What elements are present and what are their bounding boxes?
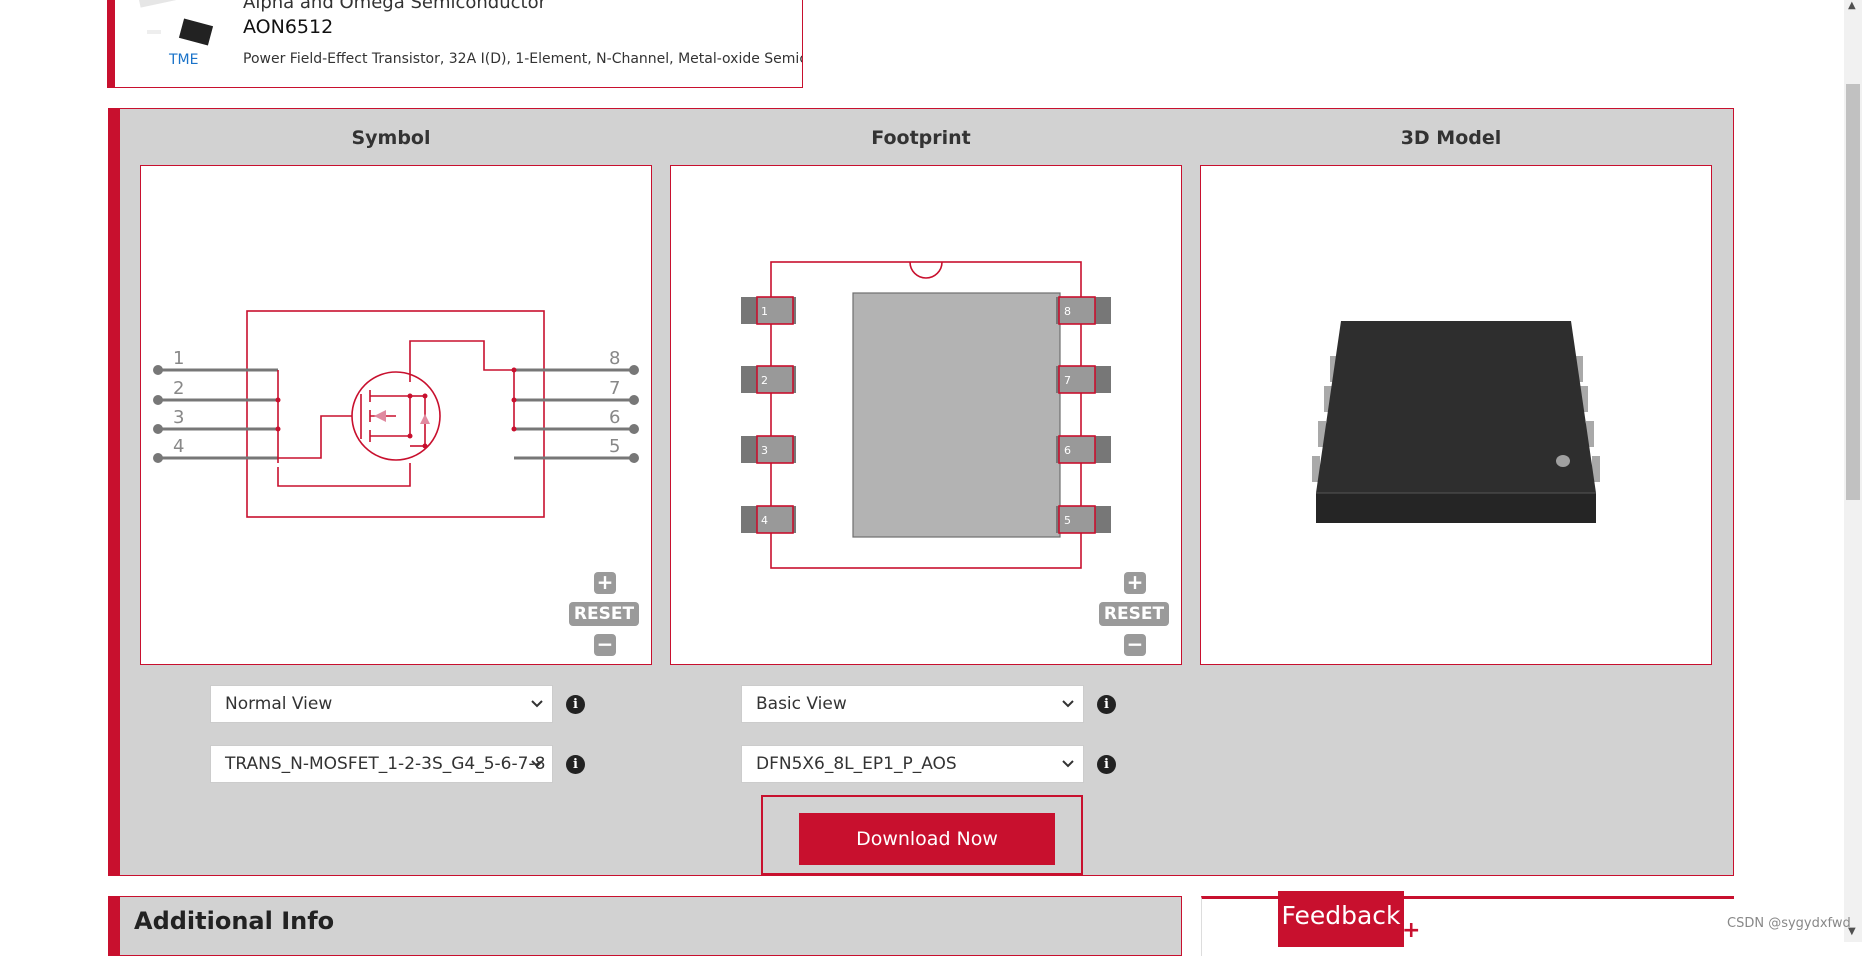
symbol-pin-label: 7	[609, 378, 620, 399]
footprint-viewer[interactable]: 1 2 3 4 8 7 6 5 + RESET −	[670, 165, 1182, 665]
plus-icon: +	[1402, 918, 1421, 943]
product-card[interactable]: TME Alpha and Omega Semiconductor AON651…	[107, 0, 803, 88]
footprint-pad-label: 5	[1064, 514, 1071, 527]
symbol-drawing: 1 2 3 4 8 7 6 5	[153, 310, 639, 518]
symbol-pin-label: 1	[173, 348, 184, 369]
symbol-view-select[interactable]: Normal View	[210, 685, 553, 723]
chevron-down-icon	[1062, 760, 1074, 768]
symbol-pin-label: 3	[173, 407, 184, 428]
chevron-down-icon	[531, 760, 543, 768]
model-viewer-panel: Symbol Footprint 3D Model	[108, 108, 1734, 876]
symbol-viewer[interactable]: 1 2 3 4 8 7 6 5 + RESET −	[140, 165, 652, 665]
manufacturer-name: Alpha and Omega Semiconductor	[243, 0, 546, 13]
watermark: CSDN @sygydxfwd	[1727, 916, 1851, 931]
info-icon[interactable]: i	[566, 755, 585, 774]
footprint-pad-label: 2	[761, 374, 768, 387]
part-description: Power Field-Effect Transistor, 32A I(D),…	[243, 51, 803, 67]
footprint-zoom-controls: + RESET −	[1099, 572, 1169, 656]
symbol-name-value: TRANS_N-MOSFET_1-2-3S_G4_5-6-7-8	[225, 754, 546, 774]
chevron-down-icon	[1062, 700, 1074, 708]
footprint-pad-label: 1	[761, 305, 768, 318]
download-now-button[interactable]: Download Now	[799, 813, 1055, 865]
symbol-pin-label: 8	[609, 348, 620, 369]
info-icon[interactable]: i	[1097, 695, 1116, 714]
symbol-name-select[interactable]: TRANS_N-MOSFET_1-2-3S_G4_5-6-7-8	[210, 745, 553, 783]
symbol-zoom-controls: + RESET −	[569, 572, 639, 656]
chevron-down-icon	[531, 700, 543, 708]
symbol-pin-label: 5	[609, 436, 620, 457]
scroll-thumb[interactable]	[1846, 84, 1860, 500]
product-thumbnail	[138, 0, 214, 46]
download-focus-outline: Download Now	[761, 795, 1083, 875]
model-3d-viewer[interactable]	[1200, 165, 1712, 665]
tme-source-link[interactable]: TME	[169, 52, 199, 68]
additional-info-section: Additional Info	[108, 896, 1182, 956]
footprint-pad-label: 7	[1064, 374, 1071, 387]
footprint-reset-button[interactable]: RESET	[1099, 602, 1169, 626]
footprint-pad-label: 8	[1064, 305, 1071, 318]
symbol-pin-label: 4	[173, 436, 184, 457]
footprint-pad-label: 4	[761, 514, 768, 527]
symbol-title: Symbol	[351, 127, 431, 149]
info-icon[interactable]: i	[566, 695, 585, 714]
zoom-in-icon[interactable]: +	[594, 572, 616, 594]
footprint-pad-label: 3	[761, 444, 768, 457]
footprint-view-value: Basic View	[756, 694, 847, 714]
model-3d-title: 3D Model	[1400, 127, 1502, 149]
footprint-pad-label: 6	[1064, 444, 1071, 457]
footprint-title: Footprint	[871, 127, 971, 149]
scroll-up-icon[interactable]: ▲	[1848, 0, 1856, 11]
footprint-name-value: DFN5X6_8L_EP1_P_AOS	[756, 754, 957, 774]
feedback-button[interactable]: Feedback	[1278, 891, 1404, 947]
symbol-pin-label: 6	[609, 407, 620, 428]
part-number: AON6512	[243, 16, 334, 38]
additional-info-title: Additional Info	[134, 907, 335, 935]
info-icon[interactable]: i	[1097, 755, 1116, 774]
symbol-view-value: Normal View	[225, 694, 333, 714]
footprint-name-select[interactable]: DFN5X6_8L_EP1_P_AOS	[741, 745, 1084, 783]
footprint-drawing: 1 2 3 4 8 7 6 5	[741, 261, 1111, 569]
page-scrollbar[interactable]: ▲ ▼	[1844, 0, 1862, 942]
scroll-down-icon[interactable]: ▼	[1848, 926, 1856, 937]
zoom-in-icon[interactable]: +	[1124, 572, 1146, 594]
model-3d-render	[1312, 321, 1600, 523]
symbol-pin-label: 2	[173, 378, 184, 399]
symbol-reset-button[interactable]: RESET	[569, 602, 639, 626]
footprint-view-select[interactable]: Basic View	[741, 685, 1084, 723]
zoom-out-icon[interactable]: −	[594, 634, 616, 656]
zoom-out-icon[interactable]: −	[1124, 634, 1146, 656]
